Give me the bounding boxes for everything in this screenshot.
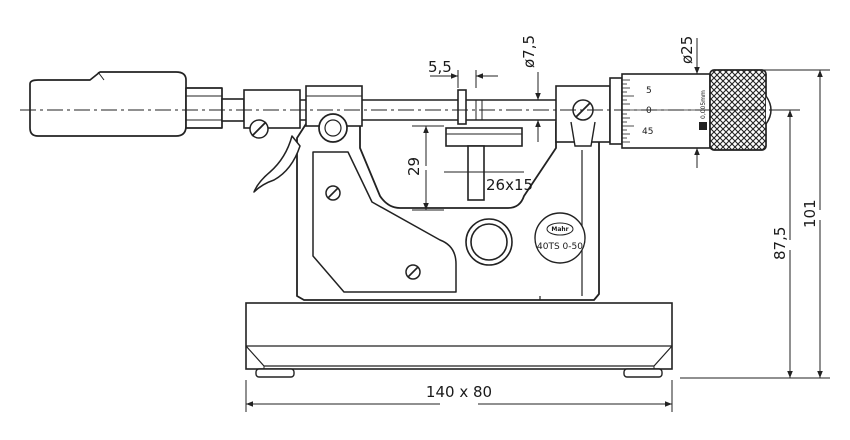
brand-name: Mahr (551, 226, 568, 233)
svg-text:0,005mm: 0,005mm (700, 90, 707, 119)
base-feet (255, 368, 663, 378)
dim-spindle-dia: ø7,5 (520, 35, 538, 68)
frame-screw-upper (325, 185, 341, 201)
dimension-lines (245, 38, 830, 412)
frame (296, 121, 600, 301)
resolution-label: 0,005mm (699, 90, 707, 130)
thimble-mark-5: 5 (646, 86, 652, 96)
handle (29, 71, 223, 137)
dim-base: 140 x 80 (426, 383, 492, 401)
frame-window (465, 218, 513, 266)
brand-badge (534, 212, 586, 264)
clamp-screw-left (249, 119, 269, 139)
micrometer-head (555, 73, 711, 149)
frame-screw-lower (405, 264, 421, 280)
dim-gap: 5,5 (428, 58, 452, 76)
thimble-mark-0: 0 (646, 106, 652, 116)
thimble-graduation (622, 79, 634, 143)
release-lever (253, 135, 301, 193)
dim-thimble-dia: ø25 (678, 36, 696, 64)
lock-knob (318, 113, 348, 143)
dim-height: 29 (405, 157, 423, 176)
base-plate (245, 302, 673, 370)
dim-total-height: 101 (801, 199, 819, 228)
thimble-mark-45: 45 (642, 127, 653, 137)
clamp-screw-right (570, 99, 596, 147)
dim-anvil: 26x15 (486, 176, 533, 194)
model-label: 40TS 0-50 (537, 242, 583, 252)
anvil-table (445, 127, 523, 201)
dim-axis-height: 87,5 (771, 227, 789, 260)
left-spindle (221, 85, 556, 129)
